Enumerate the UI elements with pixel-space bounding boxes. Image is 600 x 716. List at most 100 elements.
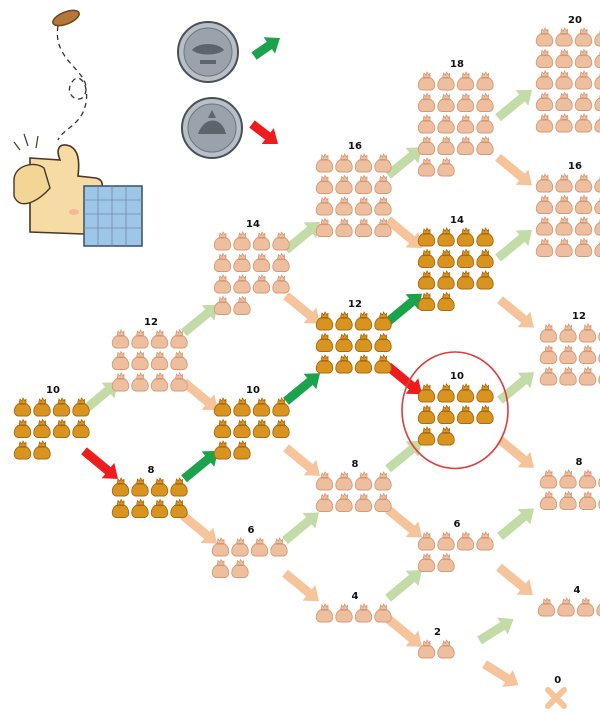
money-bag-icon (540, 470, 557, 488)
money-bag-icon (438, 384, 455, 402)
money-bag-icon (438, 293, 455, 311)
money-bag-icon (234, 441, 251, 459)
money-bag-icon (536, 71, 553, 89)
transition-arrow (385, 506, 422, 538)
money-bag-icon (556, 93, 573, 111)
money-bag-icon (477, 94, 494, 112)
money-bag-icon (595, 71, 600, 89)
value-node: 4 (538, 585, 600, 616)
money-bag-icon (112, 478, 129, 496)
value-node: 14 (214, 219, 289, 315)
money-bag-icon (560, 324, 577, 342)
money-bag-icon (171, 478, 188, 496)
money-bag-icon (438, 228, 455, 246)
money-bag-icon (438, 250, 455, 268)
money-bag-icon (457, 115, 474, 133)
money-bag-icon (575, 196, 592, 214)
money-bag-icon (336, 197, 353, 215)
transition-arrow (282, 570, 319, 601)
money-bag-icon (438, 271, 455, 289)
value-node: 8 (112, 465, 187, 518)
money-bag-icon (540, 346, 557, 364)
coin-heads-icon (178, 22, 238, 82)
money-bag-icon (214, 232, 231, 250)
money-bag-icon (536, 28, 553, 46)
money-bag-icon (214, 254, 231, 272)
money-bag-icon (273, 254, 290, 272)
money-bag-icon (477, 228, 494, 246)
money-bag-icon (477, 250, 494, 268)
transition-arrow (497, 372, 534, 403)
money-bag-icon (595, 196, 600, 214)
money-bag-icon (438, 115, 455, 133)
money-bag-icon (438, 94, 455, 112)
money-bag-icon (575, 93, 592, 111)
money-bag-icon (234, 297, 251, 315)
money-bag-icon (34, 398, 51, 416)
money-bag-icon (418, 384, 435, 402)
money-bag-icon (336, 604, 353, 622)
money-bag-icon (355, 334, 372, 352)
money-bag-icon (355, 176, 372, 194)
node-value-label: 4 (352, 591, 359, 602)
money-bag-icon (438, 427, 455, 445)
value-node: 18 (418, 59, 493, 176)
money-bag-icon (477, 72, 494, 90)
money-bag-icon (536, 93, 553, 111)
money-bag-icon (375, 312, 392, 330)
money-bag-icon (575, 28, 592, 46)
money-bag-icon (579, 324, 596, 342)
money-bag-icon (253, 275, 270, 293)
money-bag-icon (171, 500, 188, 518)
money-bag-icon (438, 137, 455, 155)
money-bag-icon (457, 137, 474, 155)
money-bag-icon (457, 94, 474, 112)
money-bag-icon (34, 420, 51, 438)
node-value-label: 16 (568, 161, 582, 172)
money-bag-icon (214, 398, 231, 416)
money-bag-icon (234, 398, 251, 416)
money-bag-icon (536, 174, 553, 192)
bankrupt-cross-icon (548, 690, 564, 706)
value-node: 10 (14, 385, 89, 459)
money-bag-icon (355, 312, 372, 330)
money-bag-icon (556, 50, 573, 68)
node-value-label: 8 (148, 465, 155, 476)
money-bag-icon (34, 441, 51, 459)
transition-arrow (283, 292, 320, 323)
money-bag-icon (579, 470, 596, 488)
money-bag-icon (595, 28, 600, 46)
node-value-label: 6 (454, 519, 461, 530)
money-bag-icon (73, 420, 90, 438)
value-node: 4 (316, 591, 391, 622)
coin-trajectory (57, 26, 86, 140)
node-value-label: 12 (348, 299, 362, 310)
money-bag-icon (560, 367, 577, 385)
money-bag-icon (579, 346, 596, 364)
money-bag-icon (53, 398, 70, 416)
money-bag-icon (575, 50, 592, 68)
money-bag-icon (316, 334, 333, 352)
money-bag-icon (556, 114, 573, 132)
money-bag-icon (438, 640, 455, 658)
node-value-label: 14 (450, 215, 464, 226)
money-bag-icon (14, 398, 31, 416)
money-bag-icon (556, 28, 573, 46)
money-bag-icon (477, 532, 494, 550)
transition-arrow (385, 570, 422, 602)
money-bag-icon (560, 492, 577, 510)
value-node: 16 (316, 141, 391, 237)
money-bag-icon (375, 154, 392, 172)
money-bag-icon (112, 373, 129, 391)
money-bag-icon (214, 297, 231, 315)
money-bag-icon (579, 492, 596, 510)
node-value-label: 14 (246, 219, 260, 230)
money-bag-icon (418, 427, 435, 445)
transition-arrow (477, 618, 513, 645)
value-node: 12 (316, 299, 391, 373)
money-bag-icon (355, 604, 372, 622)
money-bag-icon (457, 532, 474, 550)
money-bag-icon (595, 239, 600, 257)
node-value-label: 10 (450, 371, 464, 382)
